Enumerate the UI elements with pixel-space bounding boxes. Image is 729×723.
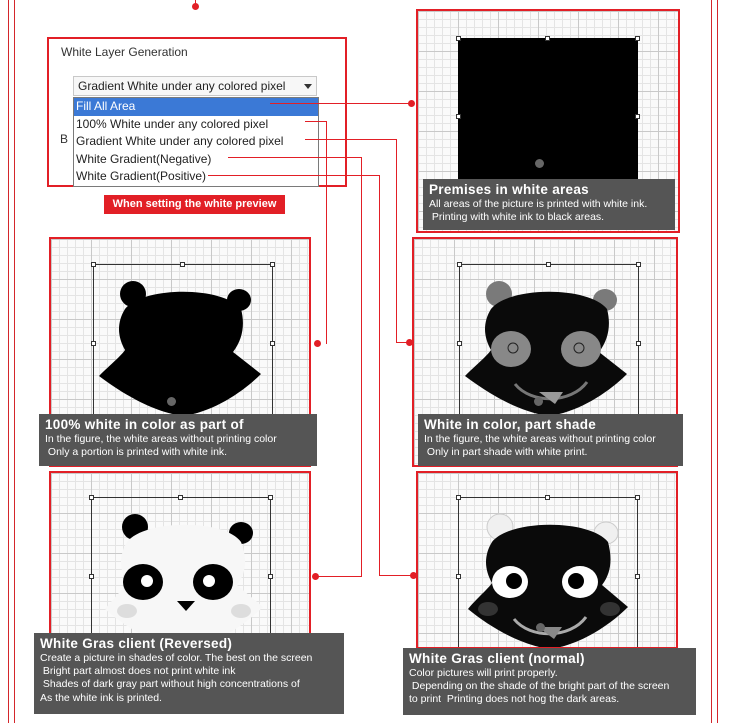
border-line-right — [711, 0, 712, 723]
caption-normal-title: White Gras client (normal) — [409, 651, 585, 666]
panel-normal — [416, 471, 678, 649]
caption-part-shade: White in color, part shade In the figure… — [418, 414, 683, 466]
caption-premises-desc: All areas of the picture is printed with… — [429, 198, 648, 224]
white-layer-select-value: Gradient White under any colored pixel — [78, 79, 286, 93]
caption-normal-desc: Color pictures will print properly. Depe… — [409, 667, 670, 706]
caption-premises-title: Premises in white areas — [429, 182, 589, 197]
hidden-label-fragment: B — [60, 132, 69, 146]
panda-white-icon — [105, 514, 263, 641]
option-gradient-white[interactable]: Gradient White under any colored pixel — [76, 134, 284, 148]
white-layer-select[interactable]: Gradient White under any colored pixel — [73, 76, 317, 96]
panda-gray-icon — [465, 281, 627, 416]
option-white-gradient-negative[interactable]: White Gradient(Negative) — [76, 151, 212, 166]
panda-silhouette-icon — [99, 281, 261, 416]
option-fill-all-area[interactable]: Fill All Area — [74, 98, 318, 116]
caption-normal: White Gras client (normal) Color picture… — [403, 648, 696, 715]
panda-dark-icon — [468, 513, 628, 647]
white-layer-options: Fill All Area 100% White under any color… — [73, 97, 319, 187]
white-layer-dialog: White Layer Generation B Gradient White … — [47, 37, 347, 187]
caption-reversed-desc: Create a picture in shades of color. The… — [40, 652, 313, 704]
caption-100-white-title: 100% white in color as part of — [45, 417, 244, 432]
top-connector-dot — [192, 3, 199, 10]
caption-reversed-title: White Gras client (Reversed) — [40, 636, 233, 651]
border-line-left-inner — [14, 0, 15, 723]
chevron-down-icon[interactable] — [304, 84, 312, 89]
panel-reversed — [49, 471, 311, 643]
caption-100-white-desc: In the figure, the white areas without p… — [45, 433, 277, 459]
caption-premises: Premises in white areas All areas of the… — [423, 179, 675, 230]
option-100-white[interactable]: 100% White under any colored pixel — [76, 116, 269, 131]
caption-100-white: 100% white in color as part of In the fi… — [39, 414, 317, 466]
caption-part-shade-title: White in color, part shade — [424, 417, 597, 432]
option-white-gradient-positive[interactable]: White Gradient(Positive) — [76, 169, 207, 183]
caption-reversed: White Gras client (Reversed) Create a pi… — [34, 633, 344, 714]
white-preview-label: When setting the white preview — [104, 195, 285, 214]
caption-part-shade-desc: In the figure, the white areas without p… — [424, 433, 656, 459]
white-layer-title: White Layer Generation — [61, 45, 188, 59]
black-fill-area — [458, 38, 638, 196]
border-line-right-outer — [717, 0, 718, 723]
border-line-left — [8, 0, 9, 723]
